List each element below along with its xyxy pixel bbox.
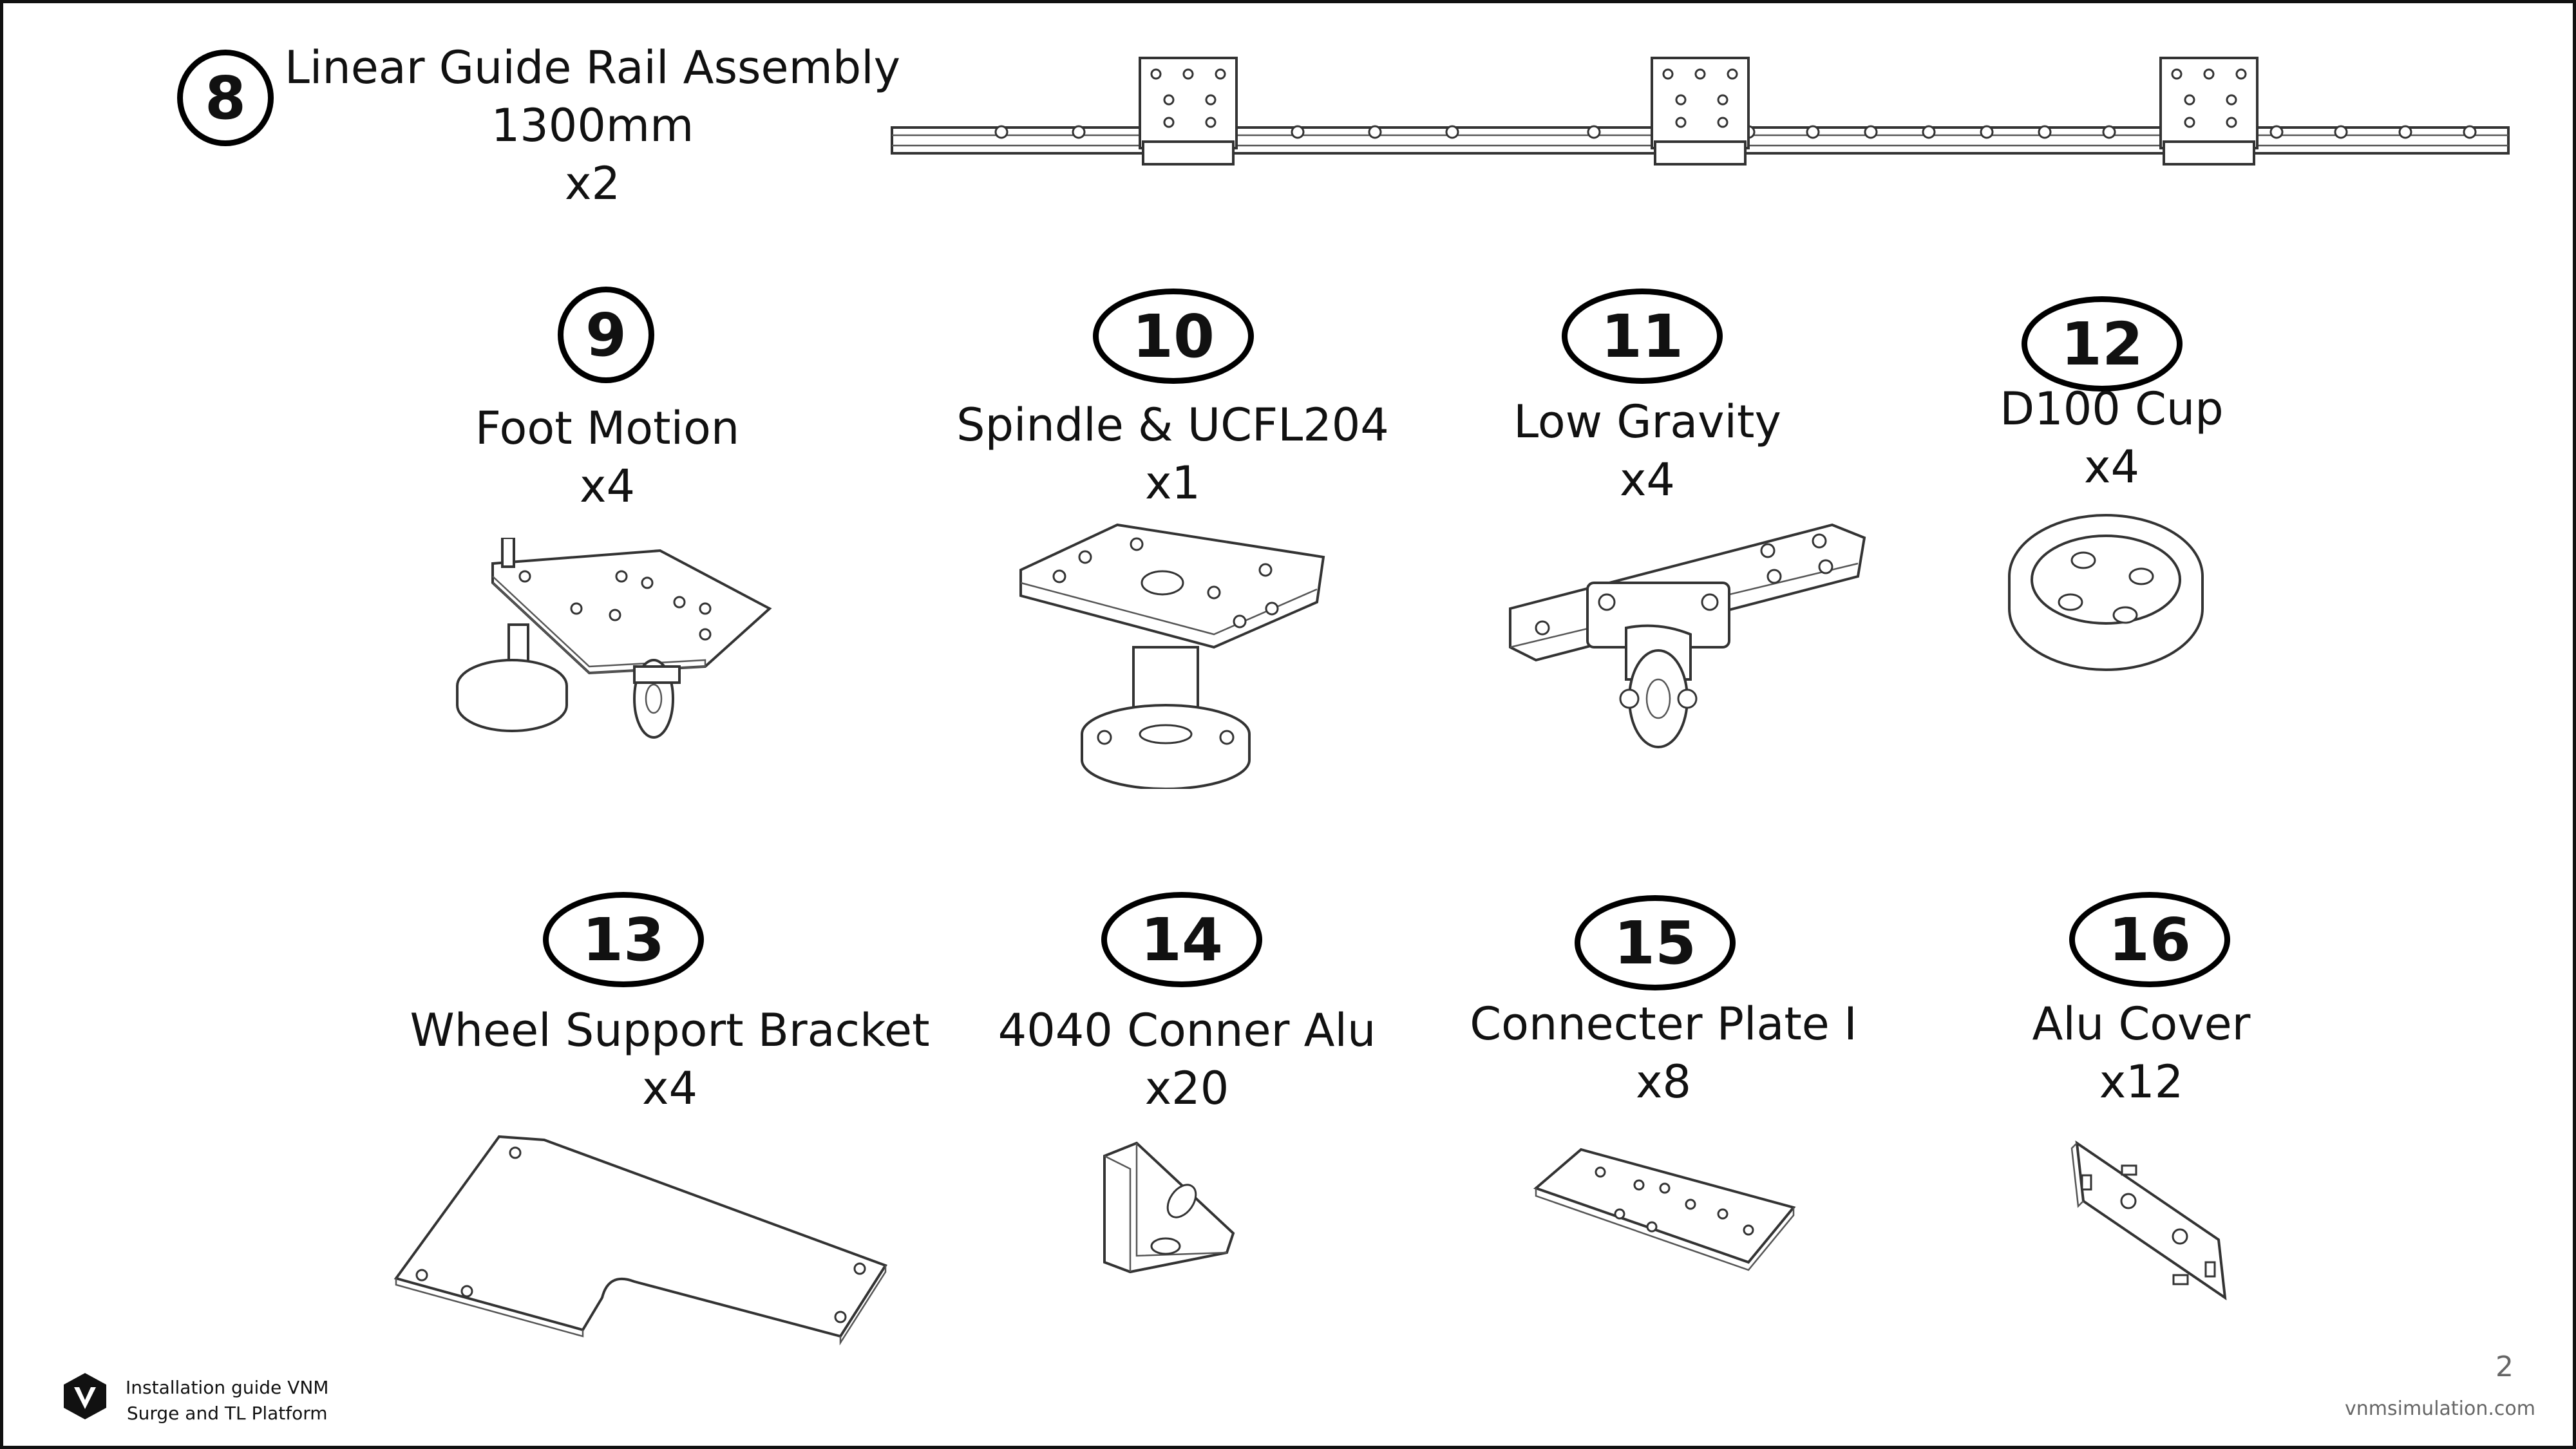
part-number-badge: 12 (2022, 296, 2183, 392)
part-name: D100 Cup (2000, 383, 2224, 435)
part-quantity: x1 (1145, 457, 1200, 509)
part-quantity: x4 (580, 460, 635, 513)
website-link[interactable]: vnmsimulation.com (2345, 1397, 2535, 1420)
linear-rail-icon (891, 57, 2510, 166)
part-label: D100 Cup x4 (2000, 380, 2223, 496)
part-number-badge: 11 (1562, 289, 1723, 384)
part-name: Connecter Plate I (1470, 998, 1857, 1050)
part-label: Foot Motion x4 (475, 399, 739, 515)
part-quantity: x12 (2099, 1056, 2184, 1108)
part-label: Linear Guide Rail Assembly 1300mm x2 (285, 39, 900, 213)
part-name: Spindle & UCFL204 (956, 399, 1389, 451)
part-quantity: x20 (1144, 1062, 1229, 1115)
foot-motion-icon (456, 538, 772, 739)
part-label: Alu Cover x12 (2032, 995, 2251, 1111)
part-label: Wheel Support Bracket x4 (410, 1001, 929, 1117)
part-name: Wheel Support Bracket (410, 1004, 930, 1057)
part-name: Foot Motion (475, 402, 740, 455)
part-number-badge: 13 (543, 892, 704, 987)
part-name: Linear Guide Rail Assembly (284, 41, 901, 94)
low-gravity-icon (1509, 523, 1866, 748)
spindle-icon (1019, 523, 1325, 789)
part-quantity: x4 (2084, 440, 2139, 493)
guide-title-line2: Surge and TL Platform (126, 1403, 328, 1424)
part-name: Low Gravity (1513, 395, 1781, 448)
part-quantity: x4 (1620, 453, 1675, 506)
part-number-badge: 10 (1093, 289, 1254, 384)
part-size: 1300mm (491, 99, 694, 152)
part-number-badge: 14 (1101, 892, 1262, 987)
bracket-icon (393, 1135, 888, 1346)
part-quantity: x2 (565, 157, 620, 210)
part-number-badge: 9 (558, 287, 654, 383)
part-name: 4040 Conner Alu (998, 1004, 1376, 1057)
part-label: 4040 Conner Alu x20 (998, 1001, 1376, 1117)
guide-title: Installation guide VNM Surge and TL Plat… (126, 1375, 328, 1426)
part-number-badge: 15 (1575, 895, 1736, 990)
part-name: Alu Cover (2032, 998, 2251, 1050)
part-label: Spindle & UCFL204 x1 (956, 396, 1389, 512)
page-number: 2 (2496, 1350, 2514, 1383)
part-quantity: x4 (642, 1062, 697, 1115)
part-number-badge: 8 (177, 50, 274, 146)
guide-title-line1: Installation guide VNM (126, 1377, 329, 1398)
part-quantity: x8 (1636, 1056, 1691, 1108)
cup-icon (2008, 514, 2204, 671)
alu-cover-icon (2070, 1140, 2227, 1301)
part-label: Connecter Plate I x8 (1470, 995, 1857, 1111)
part-label: Low Gravity x4 (1513, 393, 1781, 509)
part-number-badge: 16 (2069, 892, 2230, 987)
corner-alu-icon (1103, 1141, 1235, 1274)
vnm-logo-icon (64, 1373, 106, 1419)
connecter-plate-icon (1533, 1148, 1796, 1271)
